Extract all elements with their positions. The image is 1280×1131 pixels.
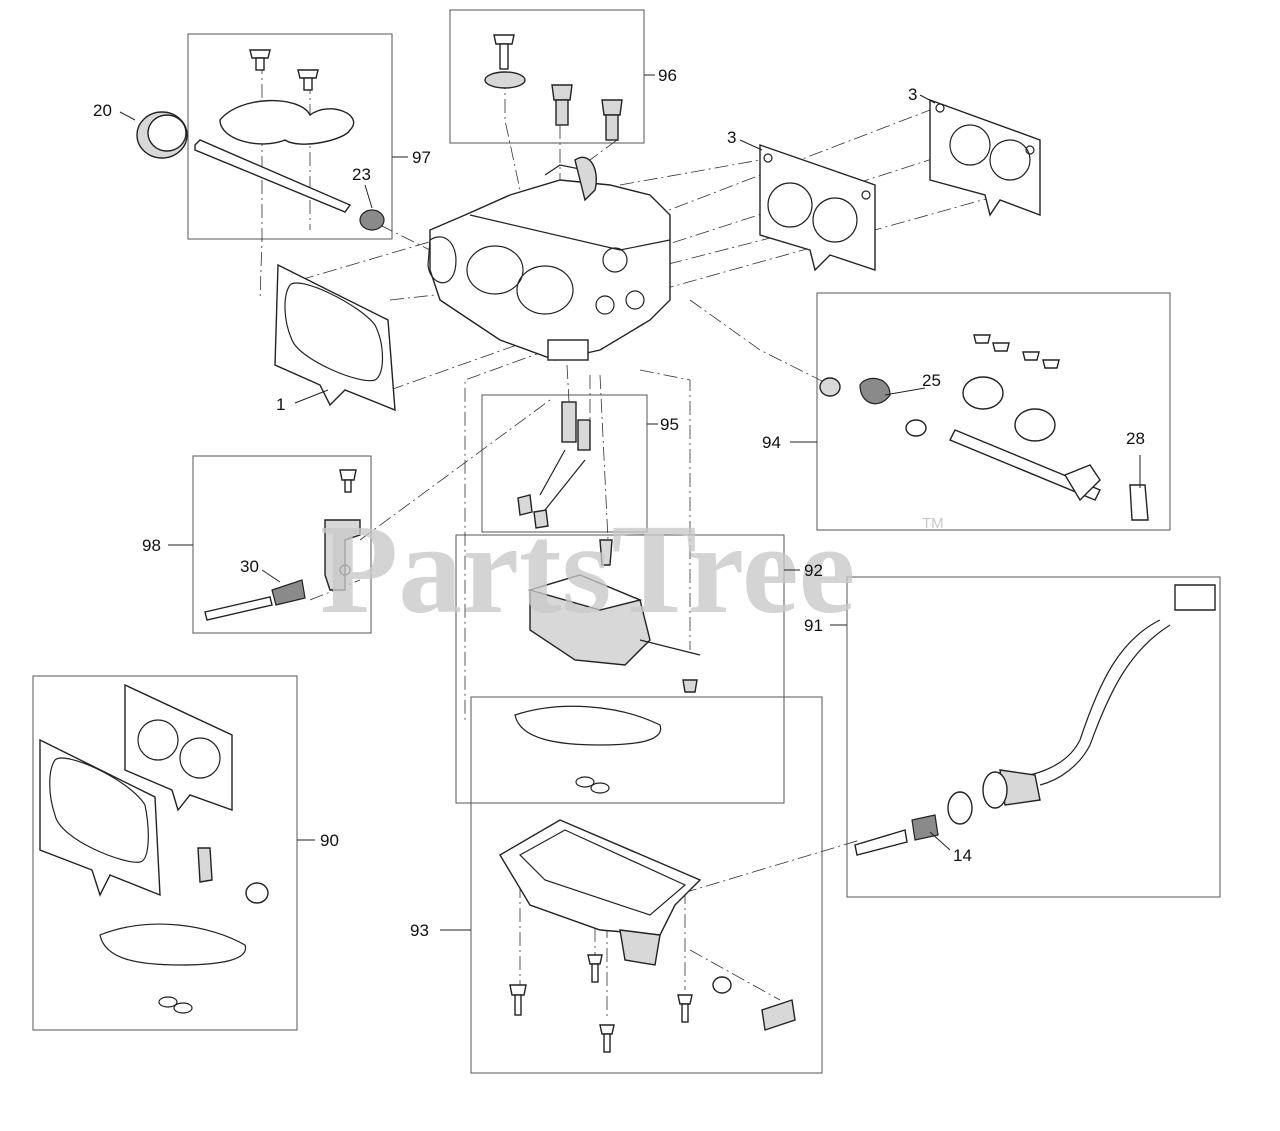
part-91-solenoid — [854, 584, 1216, 856]
callout-96: 96 — [658, 66, 677, 85]
part-95-jets — [517, 401, 591, 529]
kit-box-97 — [187, 33, 393, 240]
part-98-bracket — [324, 469, 361, 591]
callout-1: 1 — [276, 395, 285, 414]
callout-14: 14 — [953, 846, 972, 865]
watermark-brand: PartsTree — [320, 498, 855, 640]
kit-box-94 — [816, 292, 1171, 531]
kit-box-92 — [455, 534, 785, 804]
part-93-float-bowl — [499, 819, 796, 1053]
kit-box-90 — [32, 675, 298, 1031]
callout-92: 92 — [804, 561, 823, 580]
leader-lines — [119, 74, 1141, 931]
callout-90: 90 — [320, 831, 339, 850]
carburetor-body — [427, 156, 671, 361]
watermark-trademark: TM — [922, 515, 944, 532]
callouts: 20 23 97 96 3 3 1 25 28 94 95 98 30 92 9… — [93, 66, 1145, 940]
part-97-choke-assembly — [194, 49, 385, 231]
callout-91: 91 — [804, 616, 823, 635]
callout-28: 28 — [1126, 429, 1145, 448]
callout-97: 97 — [412, 148, 431, 167]
callout-20: 20 — [93, 101, 112, 120]
part-94-throttle-assembly — [819, 334, 1149, 521]
kit-box-95 — [481, 394, 648, 533]
callout-98: 98 — [142, 536, 161, 555]
callout-3-front: 3 — [727, 128, 736, 147]
callout-30: 30 — [240, 557, 259, 576]
part-3-gasket-rear — [929, 99, 1041, 217]
part-92-float — [514, 539, 701, 794]
callout-23: 23 — [352, 165, 371, 184]
kit-box-93 — [470, 696, 823, 1074]
kit-box-91 — [846, 576, 1221, 898]
callout-95: 95 — [660, 415, 679, 434]
part-1-gasket — [274, 263, 396, 412]
callout-94: 94 — [762, 433, 781, 452]
part-20-cap — [136, 111, 188, 159]
part-96-screws — [484, 34, 623, 141]
callout-93: 93 — [410, 921, 429, 940]
part-90-gasket-kit — [39, 683, 269, 1014]
callout-25: 25 — [922, 371, 941, 390]
watermark: PartsTree TM — [320, 498, 944, 640]
kit-box-96 — [449, 9, 645, 144]
callout-3-rear: 3 — [908, 85, 917, 104]
part-30-spring — [204, 579, 306, 621]
part-3-gasket-front — [759, 144, 876, 272]
